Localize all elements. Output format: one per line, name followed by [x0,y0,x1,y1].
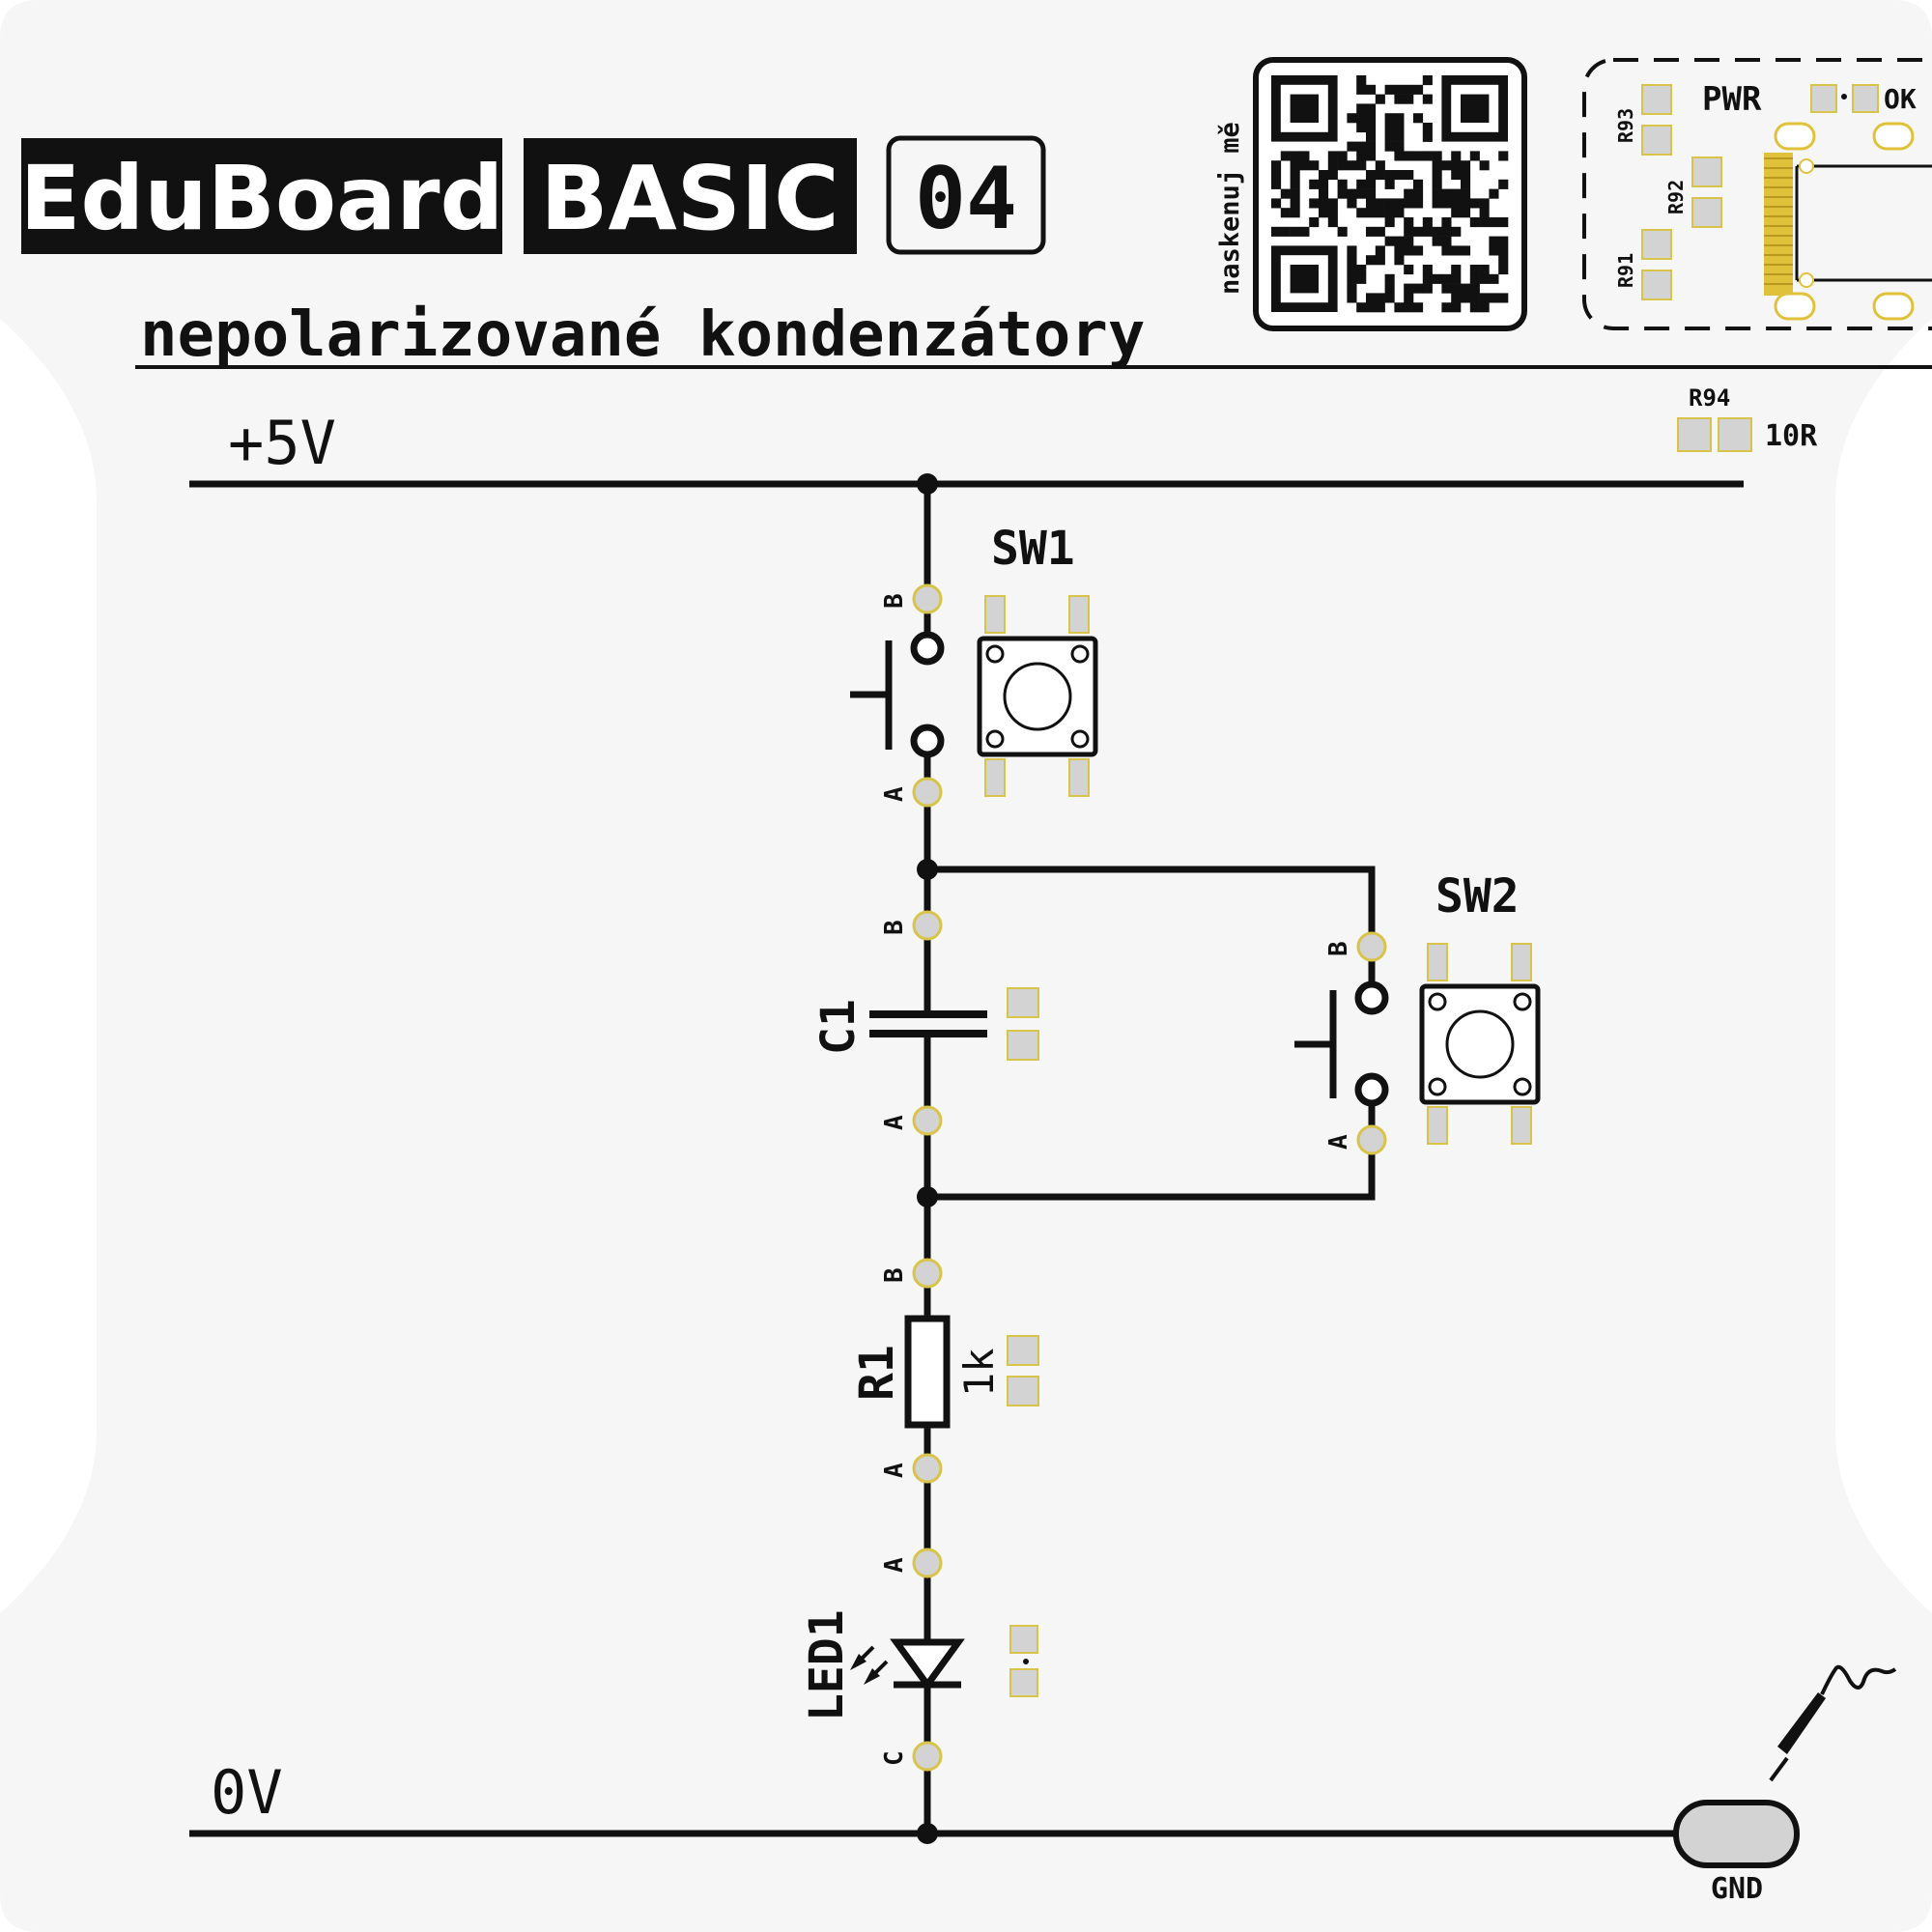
junction-c1-r1 [917,1186,938,1208]
sw2-test-point-b[interactable] [1356,931,1387,962]
c1-test-point-b[interactable] [912,910,943,941]
r91-pad-2 [1641,270,1672,300]
ok-label: OK [1884,83,1917,115]
r92-label: R92 [1664,180,1688,214]
r93-label: R93 [1614,108,1637,143]
r1-pin-a-label: A [880,1463,909,1478]
sw1-symbol[interactable] [850,631,945,758]
sw1-test-point-a[interactable] [912,777,943,808]
sw2-symbol[interactable] [1294,980,1389,1107]
product-text: BASIC [540,147,838,250]
r1-pad-1 [1007,1335,1039,1366]
pwr-label: PWR [1702,80,1762,119]
sw1-pin-a-label: A [880,786,909,802]
led1-test-point-c[interactable] [912,1741,943,1772]
subtitle: nepolarizované kondenzátory [140,299,1145,371]
qr-code[interactable] [1271,75,1509,313]
c1-pin-b-label: B [880,920,909,935]
sw2-pin-a-label: A [1324,1134,1353,1150]
vcc-label: +5V [228,408,336,478]
power-module-outline [1582,58,1932,330]
led1-pad-1 [1009,1625,1038,1654]
sw1-footprint [977,595,1098,797]
gnd-pad[interactable] [1673,1800,1800,1868]
r1-pad-2 [1007,1376,1039,1406]
c1-symbol[interactable] [869,966,987,1121]
sw1-ref: SW1 [991,522,1075,576]
c1-pad-1 [1007,987,1039,1018]
led1-test-point-a[interactable] [912,1548,943,1578]
number-box [886,135,1046,255]
led1-pin-c-label: C [880,1750,909,1766]
r1-test-point-a[interactable] [912,1453,943,1484]
r93-pad-2 [1641,125,1672,156]
r1-pin-b-label: B [880,1267,909,1283]
r94-value: 10R [1765,419,1818,453]
led1-pin-a-label: A [880,1557,909,1573]
r93-pad-1 [1641,84,1672,115]
probe-icon [1769,1664,1897,1782]
usb-connector[interactable] [1764,122,1932,321]
c1-test-point-a[interactable] [912,1105,943,1136]
r1-symbol[interactable] [904,1315,951,1429]
qr-label: naskenuj mě [1215,122,1245,295]
junction-vcc [917,473,938,495]
c1-pin-a-label: A [880,1115,909,1130]
sw1-test-point-b[interactable] [912,583,943,614]
r1-ref: R1 [850,1345,904,1401]
number-text: 04 [915,149,1017,248]
c1-pad-2 [1007,1030,1039,1061]
r94-pad-2 [1718,417,1752,452]
r91-label: R91 [1614,253,1637,288]
gnd-pad-label: GND [1711,1872,1763,1906]
r1-test-point-b[interactable] [912,1258,943,1289]
sw2-footprint [1419,943,1541,1145]
gnd-label: 0V [211,1757,283,1828]
led1-pad-2 [1009,1668,1038,1697]
pwr-led-pad-1 [1810,84,1837,113]
brand-text: EduBoard [20,147,504,250]
sw1-pin-b-label: B [880,593,909,609]
led1-polarity-dot [1023,1659,1029,1664]
pwr-led-pad-2 [1852,84,1879,113]
sw2-pin-b-label: B [1324,941,1353,956]
r94-pad-1 [1677,417,1712,452]
r91-pad-1 [1641,229,1672,260]
r1-value: 1k [955,1348,1003,1397]
c1-ref: C1 [811,999,866,1055]
junction-gnd [917,1823,938,1844]
r92-pad-1 [1691,156,1722,187]
product-box [524,138,857,254]
sw2-ref: SW2 [1435,869,1520,923]
r94-label: R94 [1689,384,1730,412]
pwr-led-dot [1841,94,1847,99]
led1-symbol[interactable] [850,1638,965,1690]
brand-box [21,138,502,254]
led1-ref: LED1 [800,1609,854,1721]
junction-sw1-c1 [917,859,938,880]
r92-pad-2 [1691,197,1722,228]
sw2-test-point-a[interactable] [1356,1124,1387,1155]
